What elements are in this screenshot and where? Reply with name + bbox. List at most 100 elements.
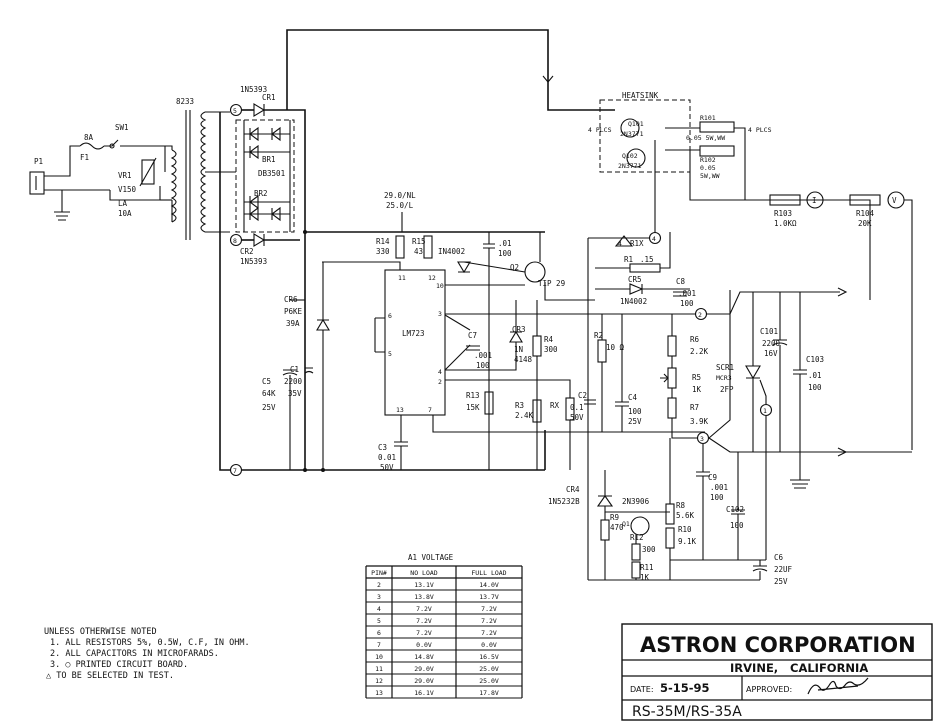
label-r2-v: 10 Ω	[606, 343, 625, 352]
label-r7: R7	[690, 403, 699, 412]
scr-scr1	[745, 365, 761, 380]
label-br2: BR2	[254, 189, 268, 198]
label-r103-v: 1.0KΩ	[774, 219, 797, 228]
table-cell: 0.0V	[481, 641, 497, 649]
label-r12: R12	[630, 533, 644, 542]
pin-3: 3	[438, 310, 442, 318]
table-cell: 13.7V	[479, 593, 499, 601]
pin-5: 5	[388, 350, 392, 358]
label-sw1: SW1	[115, 123, 129, 132]
pcb-node-4	[648, 231, 662, 245]
resistor-r13	[484, 391, 494, 415]
label-c8: C8	[676, 277, 686, 286]
label-r101: R101	[700, 114, 716, 122]
regulator-section: 29.0/NL 25.0/L R14 330 R15 43 IN4002 .01…	[322, 191, 705, 472]
label-cr4: CR4	[566, 485, 580, 494]
note-line: 3. ○ PRINTED CIRCUIT BOARD.	[50, 660, 188, 670]
label-c9: C9	[708, 473, 717, 482]
resistor-r4	[532, 335, 542, 357]
resistor-r15	[423, 235, 433, 259]
pin-10: 10	[436, 282, 444, 290]
label-c5-v: 64K	[262, 389, 276, 398]
label-r102-w: 5W,WW	[700, 172, 720, 180]
transformer-primary	[170, 149, 177, 223]
diode-cr5	[629, 283, 644, 295]
label-r6-v: 2.2K	[690, 347, 709, 356]
company-city: IRVINE,	[730, 661, 778, 675]
label-r103: R103	[774, 209, 792, 218]
bridge-box	[235, 119, 295, 233]
pin-13: 13	[396, 406, 404, 414]
title-block: ASTRON CORPORATION IRVINE, CALIFORNIA DA…	[621, 623, 933, 721]
resistor-r3	[532, 399, 542, 423]
pin-4: 4	[438, 368, 442, 376]
table-cell: 2	[377, 581, 381, 589]
label-c1-v: 2200	[284, 377, 303, 386]
label-r10-v: 9.1K	[678, 537, 697, 546]
resistor-r104	[849, 194, 881, 206]
label-scr1: SCR1	[716, 363, 734, 372]
capacitor-c4	[615, 401, 629, 407]
label-scr1-p2: 2FP	[720, 385, 734, 394]
label-c1-volt: 35V	[288, 389, 302, 398]
note-line: UNLESS OTHERWISE NOTED	[44, 627, 157, 637]
label-r11: R11	[640, 563, 654, 572]
label-c102-v: 100	[730, 521, 744, 530]
table-cell: 14.0V	[479, 581, 499, 589]
zener-cr4	[596, 495, 614, 507]
node-8-label: 8	[233, 237, 237, 245]
table-cell: 25.0V	[479, 677, 499, 685]
label-vr1-d: 10A	[118, 209, 132, 218]
label-ctop-v2: 100	[498, 249, 512, 258]
label-c3-v: 0.01	[378, 453, 396, 462]
table-cell: 13	[375, 689, 383, 697]
rectifier-section: 5 8 1N5393 CR1 CR2 1N5393 BR1 DB3501 BR2	[219, 85, 546, 477]
label-c103: C103	[806, 355, 824, 364]
table-cell: 7.2V	[416, 629, 432, 637]
table-cell: 4	[377, 605, 381, 613]
label-r6: R6	[690, 335, 700, 344]
label-r4-v: 300	[544, 345, 558, 354]
capacitor-c8	[673, 291, 687, 297]
diode-br2-a	[249, 194, 259, 210]
reference-section: CR4 1N5232B 2N3906 Q1 R8 5.6K R10 9.1K R…	[548, 438, 793, 586]
resistor-r101	[699, 121, 735, 133]
node-delta: 4	[618, 240, 622, 248]
label-rail-b: 25.0/L	[386, 201, 414, 210]
label-cr5: CR5	[628, 275, 642, 284]
label-cr3-p1: 1N	[514, 345, 523, 354]
table-cell: 0.0V	[416, 641, 432, 649]
resistor-r11	[631, 561, 641, 579]
date-value: 5-15-95	[660, 681, 710, 695]
table-cell: 17.8V	[479, 689, 499, 697]
label-r10: R10	[678, 525, 692, 534]
label-meter-i: I	[812, 196, 817, 205]
label-r8-v: 5.6K	[676, 511, 695, 520]
table-cell: 16.1V	[414, 689, 434, 697]
label-heatsink: HEATSINK	[622, 91, 659, 100]
label-c6: C6	[774, 553, 784, 562]
label-q102: Q102	[622, 152, 638, 160]
capacitor-top	[483, 243, 495, 249]
table-cell: 7.2V	[481, 617, 497, 625]
meter-current	[806, 191, 824, 209]
resistor-r14	[395, 235, 405, 259]
label-c6-v: 22UF	[774, 565, 793, 574]
resistor-r12	[631, 543, 641, 561]
label-q1: Q1	[622, 520, 630, 528]
label-cr4-p: 1N5232B	[548, 497, 580, 506]
plug-p1	[29, 171, 45, 195]
label-c8-v: .001	[678, 289, 696, 298]
label-r15-v: 43	[414, 247, 423, 256]
label-vr1-b: V150	[118, 185, 137, 194]
model-alt: /RS-35A	[686, 704, 742, 720]
table-cell: 29.0V	[414, 677, 434, 685]
label-c101-volt: 16V	[764, 349, 778, 358]
date-label: DATE:	[630, 685, 654, 694]
diode-br2-c	[271, 206, 281, 222]
label-c2-v: 0.1	[570, 403, 584, 412]
label-r1x: R1X	[630, 239, 644, 248]
label-c9-v2: 100	[710, 493, 724, 502]
